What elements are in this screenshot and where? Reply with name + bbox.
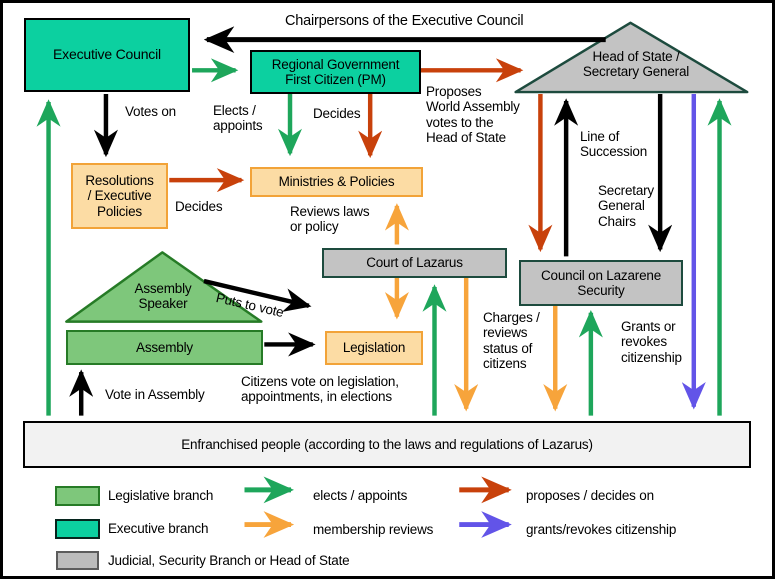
label-line-of-succession: Line of Succession — [580, 129, 648, 160]
node-assembly: Assembly — [66, 330, 263, 365]
label-secretary-general-chairs: Secretary General Chairs — [598, 183, 654, 229]
label-reviews-laws: Reviews laws or policy — [290, 204, 370, 235]
node-court-of-lazarus: Court of Lazarus — [322, 248, 507, 278]
label-votes-on: Votes on — [125, 104, 176, 119]
node-resolutions: Resolutions / Executive Policies — [71, 163, 168, 229]
diagram-arrow-layer — [36, 21, 749, 538]
legend-label-legislative: Legislative branch — [108, 488, 214, 503]
legend-swatch-judicial — [56, 551, 99, 570]
label-chairpersons: Chairpersons of the Executive Council — [285, 13, 524, 29]
label-charges: Charges / reviews status of citizens — [483, 310, 540, 372]
legend-label-citizenship: grants/revokes citizenship — [526, 522, 677, 537]
label-decides-pm: Decides — [313, 106, 361, 121]
label-citizens-vote: Citizens vote on legislation, appointmen… — [241, 374, 399, 405]
label-proposes: Proposes World Assembly votes to the Hea… — [426, 84, 520, 146]
node-ministries: Ministries & Policies — [250, 167, 423, 197]
node-assembly-speaker-label: Assembly Speaker — [134, 281, 192, 312]
label-grants: Grants or revokes citizenship — [621, 319, 682, 365]
assembly-speaker-triangle — [65, 251, 263, 323]
label-elects-appoints: Elects / appoints — [213, 103, 263, 134]
legend-label-judicial: Judicial, Security Branch or Head of Sta… — [108, 553, 350, 568]
legend-swatch-legislative — [55, 486, 100, 506]
legend-label-membership: membership reviews — [313, 522, 434, 537]
label-vote-in-assembly: Vote in Assembly — [105, 387, 205, 402]
node-enfranchised-people: Enfranchised people (according to the la… — [23, 421, 751, 468]
legend-swatch-executive — [55, 519, 100, 539]
legend-label-proposes: proposes / decides on — [526, 488, 654, 503]
head-of-state-triangle — [514, 21, 749, 94]
legend-label-elects: elects / appoints — [313, 488, 408, 503]
node-legislation: Legislation — [325, 331, 423, 365]
legend-label-executive: Executive branch — [108, 521, 209, 536]
label-decides-resolutions: Decides — [175, 199, 223, 214]
node-executive-council: Executive Council — [24, 18, 190, 92]
node-head-of-state-label: Head of State / Secretary General — [582, 49, 690, 80]
node-regional-government: Regional Government First Citizen (PM) — [250, 50, 421, 94]
arrow-puts-to-vote — [203, 278, 312, 312]
node-council-security: Council on Lazarene Security — [519, 260, 683, 306]
